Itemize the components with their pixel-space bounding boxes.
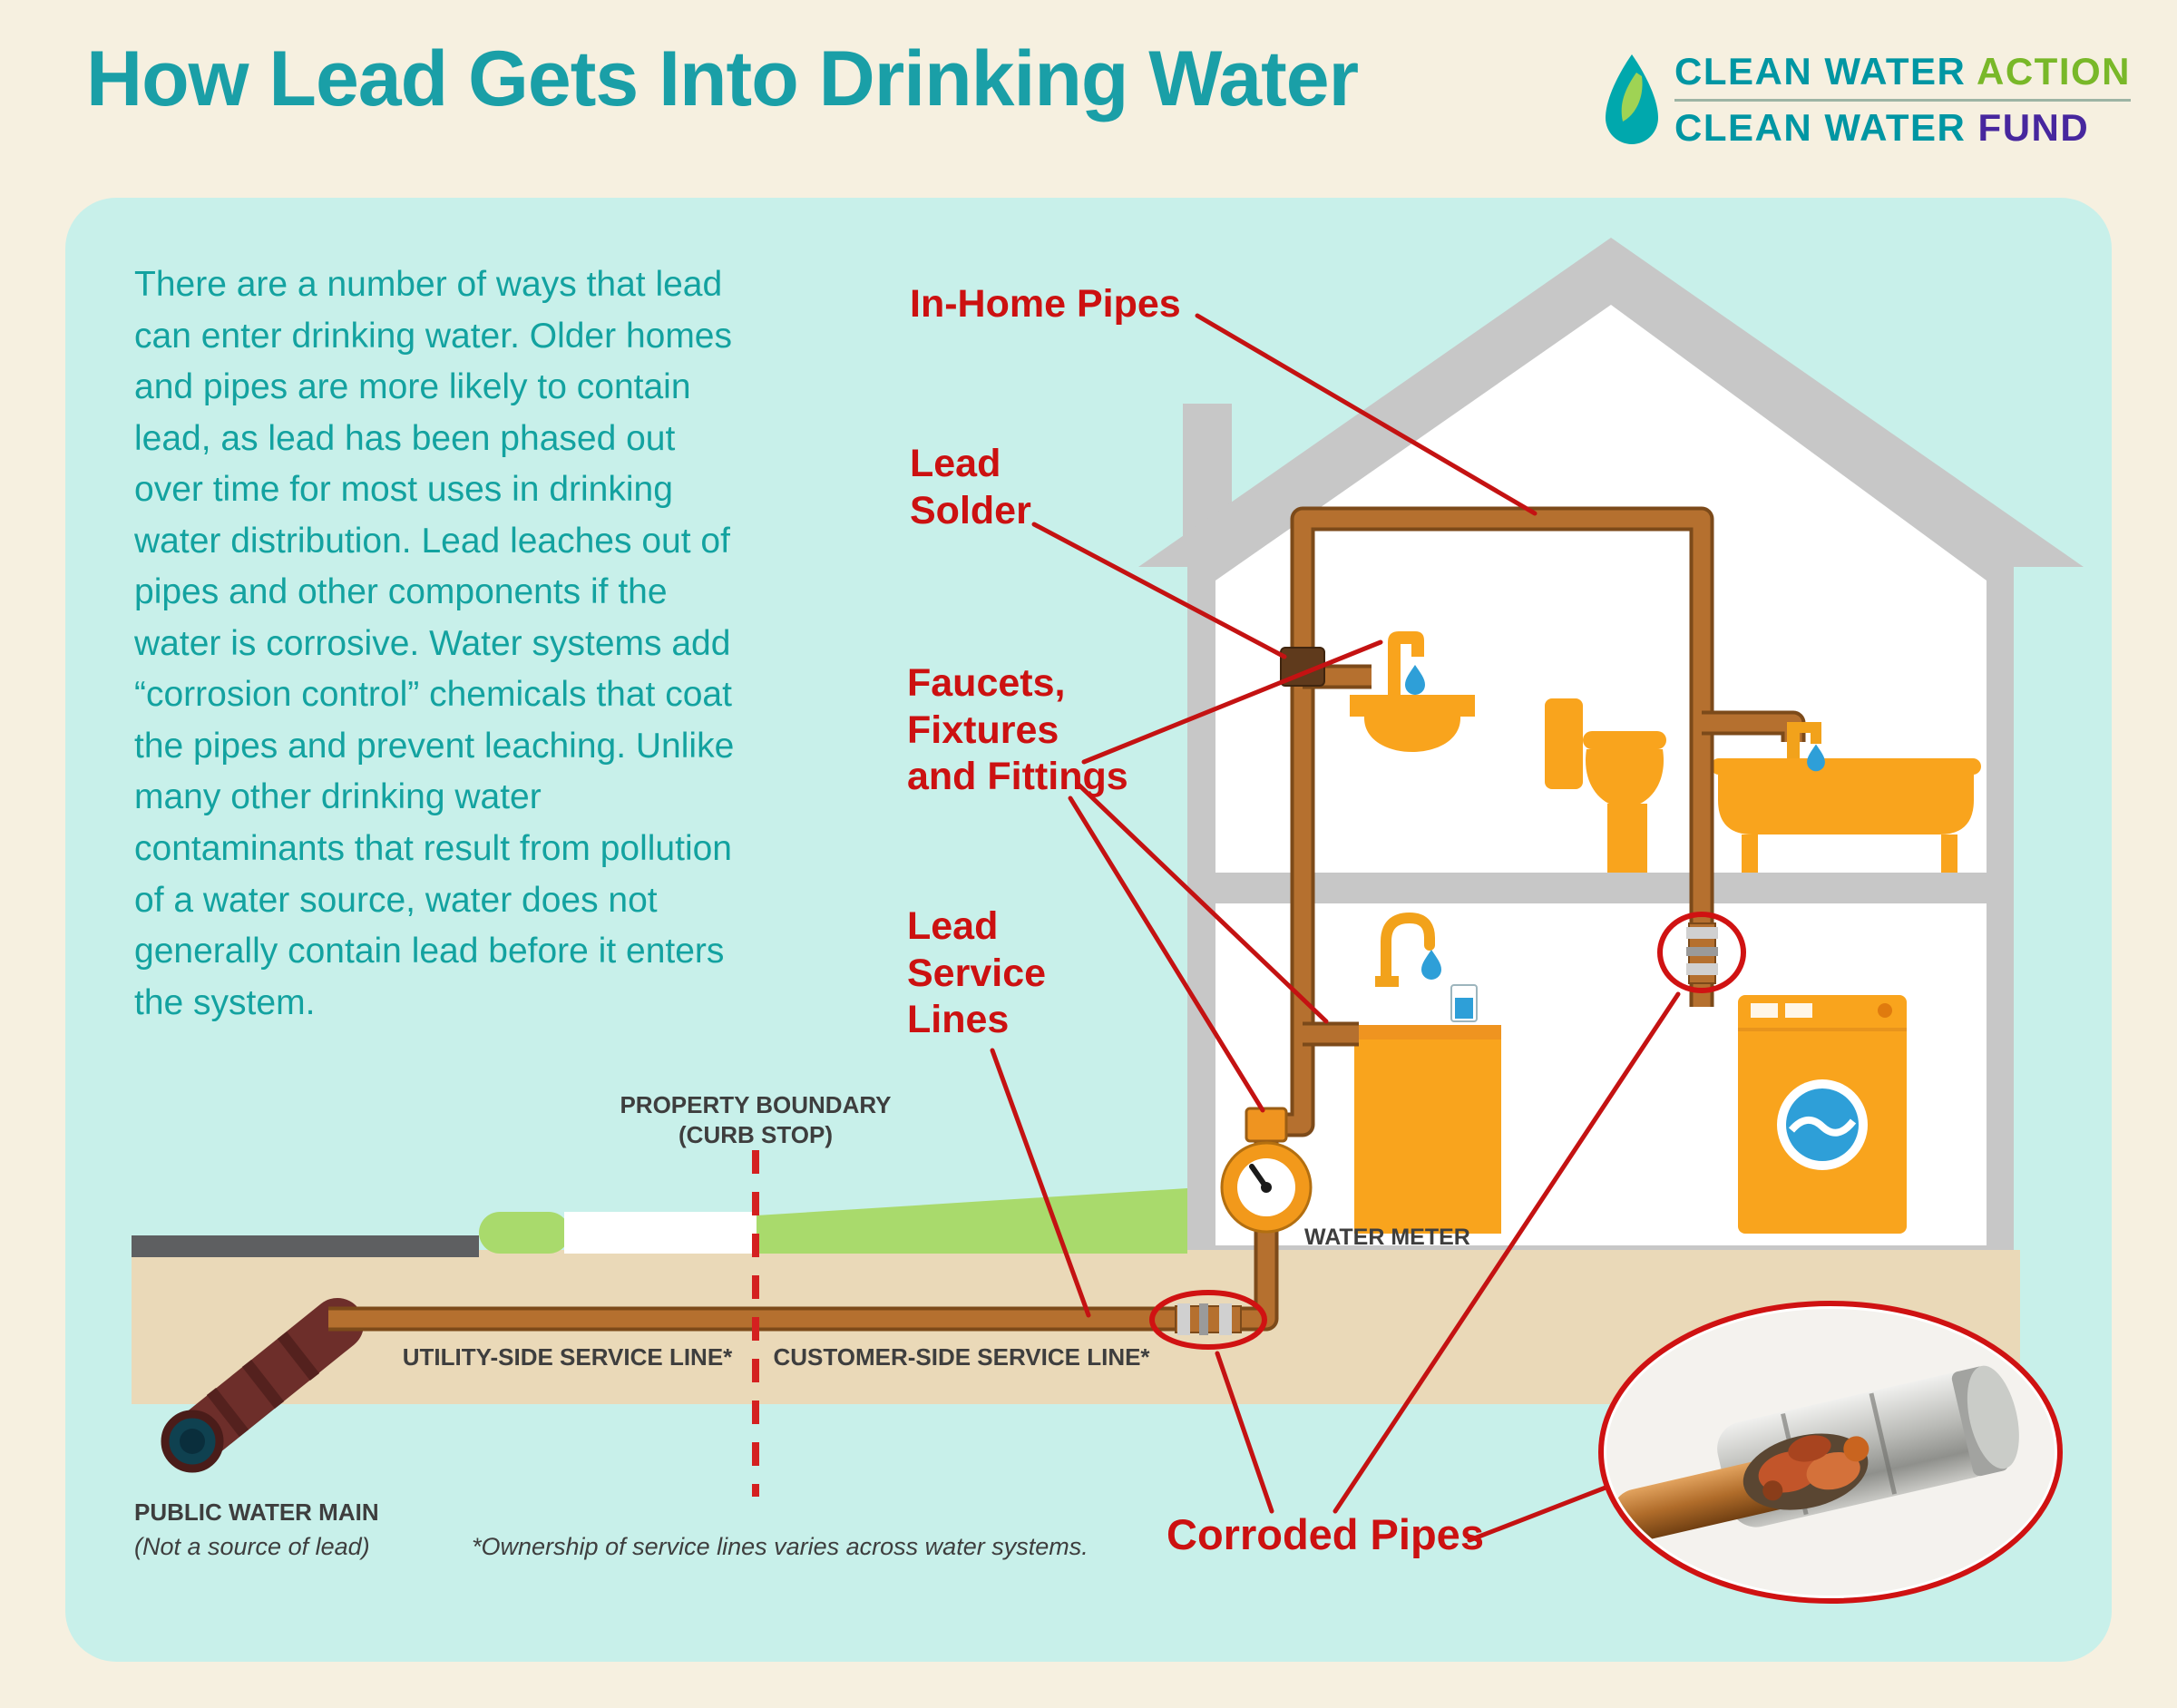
sink-faucet xyxy=(1388,631,1424,697)
callout-lead-service-lines: Lead Service Lines xyxy=(907,904,1047,1042)
logo-divider xyxy=(1674,99,2131,102)
utility-side-label: UTILITY-SIDE SERVICE LINE* xyxy=(402,1343,733,1371)
lawn-wedge xyxy=(757,1188,1187,1254)
corroded-circle-service xyxy=(1149,1290,1267,1350)
water-drip-icon xyxy=(1807,744,1825,772)
public-water-main-note: (Not a source of lead) xyxy=(134,1533,370,1560)
washer-control xyxy=(1785,1003,1812,1018)
callout-lead-solder: Lead Solder xyxy=(910,442,1031,532)
logo-line-fund: CLEAN WATER FUND xyxy=(1674,106,2090,149)
bathroom-sink xyxy=(1350,631,1475,752)
logo-text: CLEAN WATER ACTION CLEAN WATER FUND xyxy=(1674,53,2131,147)
logo-line-action: CLEAN WATER ACTION xyxy=(1674,50,2131,93)
corroded-circle-riser xyxy=(1657,912,1746,993)
sidewalk xyxy=(564,1212,757,1254)
public-water-main-label: PUBLIC WATER MAIN xyxy=(134,1498,379,1526)
property-boundary-label: PROPERTY BOUNDARY (CURB STOP) xyxy=(620,1091,892,1148)
corroded-coupling-riser xyxy=(1686,922,1718,984)
clean-water-logo: CLEAN WATER ACTION CLEAN WATER FUND xyxy=(1604,53,2131,149)
water-drip-icon xyxy=(1405,665,1425,695)
washing-machine xyxy=(1738,995,1907,1234)
sink-basin xyxy=(1350,695,1475,752)
callout-lines xyxy=(990,313,1681,1543)
grass-mound xyxy=(479,1212,570,1254)
tub-rim xyxy=(1711,758,1981,775)
water-glass xyxy=(1450,984,1478,1022)
water-meter-label: WATER METER xyxy=(1304,1225,1470,1250)
callout-faucets-fixtures: Faucets, Fixtures and Fittings xyxy=(907,661,1128,799)
public-water-main xyxy=(161,1298,364,1473)
washer-dial xyxy=(1878,1003,1892,1018)
bathtub xyxy=(1711,758,1981,873)
tub-faucet xyxy=(1787,722,1825,772)
intro-paragraph: There are a number of ways that lead can… xyxy=(134,265,735,1022)
callout-corroded-pipes: Corroded Pipes xyxy=(1167,1510,1484,1558)
ownership-note: *Ownership of service lines varies acros… xyxy=(472,1533,1088,1560)
corroded-coupling-service xyxy=(1175,1303,1242,1335)
kitchen-faucet xyxy=(1375,912,1441,987)
corroded-pipe-photo xyxy=(1598,1301,2063,1604)
toilet xyxy=(1545,698,1666,873)
meter-coupling xyxy=(1245,1107,1288,1143)
water-drip-icon xyxy=(1421,950,1441,980)
washer-control xyxy=(1751,1003,1778,1018)
road-strip xyxy=(132,1235,479,1257)
water-meter xyxy=(1220,1141,1313,1234)
customer-side-label: CUSTOMER-SIDE SERVICE LINE* xyxy=(773,1343,1150,1371)
sink-cabinet xyxy=(1354,1025,1501,1234)
page-title: How Lead Gets Into Drinking Water xyxy=(86,35,1359,122)
callout-in-home-pipes: In-Home Pipes xyxy=(910,282,1181,326)
water-drop-icon xyxy=(1606,54,1658,144)
floor-divider xyxy=(1215,873,1987,903)
